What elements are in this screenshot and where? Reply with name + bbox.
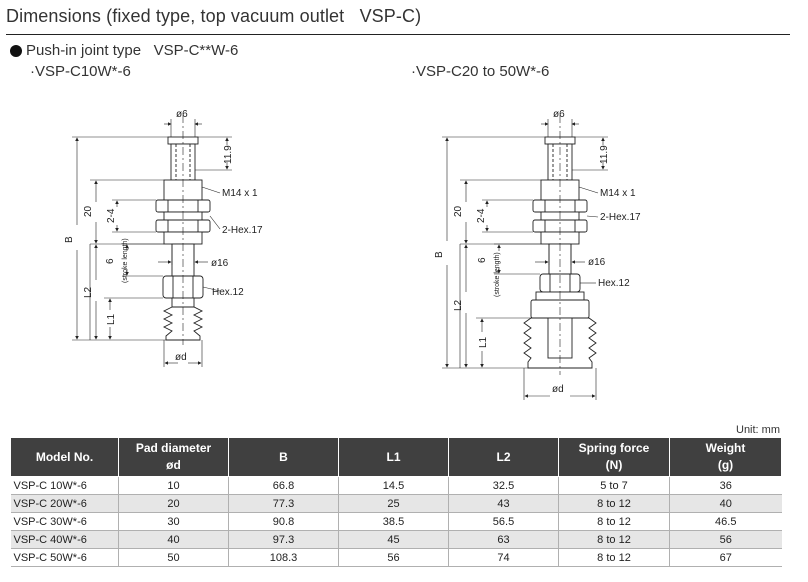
header-spring-force: Spring force(N) [558, 437, 670, 477]
cell-b: 66.8 [228, 476, 339, 495]
cell-l1: 56 [338, 548, 449, 567]
m14-label: M14 x 1 [222, 188, 258, 199]
cell-model: VSP-C 40W*-6 [10, 530, 119, 549]
cell-l1: 25 [338, 494, 449, 513]
header-weight: Weight(g) [669, 437, 782, 477]
section-label: Push-in joint type VSP-C**W-6 [26, 42, 239, 59]
cell-l2: 32.5 [448, 476, 559, 495]
hex12-label: Hex.12 [598, 278, 630, 289]
cell-b: 97.3 [228, 530, 339, 549]
phi16-label: ø16 [588, 257, 606, 268]
cell-b: 90.8 [228, 512, 339, 531]
cell-spring-force: 8 to 12 [558, 512, 670, 531]
dim-l2-label: L2 [83, 286, 94, 298]
header-b: B [228, 437, 339, 477]
cell-model: VSP-C 50W*-6 [10, 548, 119, 567]
header-model-no: Model No. [10, 437, 119, 477]
cell-l1: 14.5 [338, 476, 449, 495]
cell-weight: 56 [669, 530, 782, 549]
bullet-icon [10, 44, 22, 57]
title-divider [6, 34, 790, 35]
cell-b: 77.3 [228, 494, 339, 513]
dim-6-label: 6 [477, 257, 488, 263]
right-drawing-subtitle: ·VSP-C20 to 50W*-6 [411, 63, 550, 80]
dim-2-4-label: 2-4 [476, 208, 487, 223]
table-row: VSP-C 30W*-6 30 90.8 38.5 56.5 8 to 12 4… [10, 512, 782, 531]
stroke-label: (stroke length) [122, 238, 129, 283]
cell-l2: 43 [448, 494, 559, 513]
header-l2: L2 [448, 437, 559, 477]
page-title: Dimensions (fixed type, top vacuum outle… [6, 6, 422, 26]
table-row: VSP-C 20W*-6 20 77.3 25 43 8 to 12 40 [10, 494, 782, 513]
dim-l2-label: L2 [453, 299, 464, 311]
hex17-label: 2-Hex.17 [600, 212, 641, 223]
dim-b-label: B [434, 251, 445, 258]
cell-l1: 45 [338, 530, 449, 549]
cell-pad-diameter: 10 [118, 476, 229, 495]
cell-l2: 74 [448, 548, 559, 567]
dim-b-label: B [64, 236, 75, 243]
phi6-label: ø6 [553, 109, 565, 120]
cell-l1: 38.5 [338, 512, 449, 531]
dim-11-9-label: 11.9 [223, 145, 234, 164]
cell-spring-force: 8 to 12 [558, 548, 670, 567]
cell-spring-force: 8 to 12 [558, 530, 670, 549]
drawing-vsp-c10: ø6 11.9 M14 x 1 20 2-4 2-Hex.17 B ø16 6 … [64, 109, 263, 367]
drawing-vsp-c20-50: ø6 11.9 M14 x 1 20 2-4 2-Hex.17 B ø16 6 … [434, 109, 641, 400]
dim-2-4-label: 2-4 [106, 208, 117, 223]
header-l1: L1 [338, 437, 449, 477]
cell-b: 108.3 [228, 548, 339, 567]
cell-l2: 56.5 [448, 512, 559, 531]
dim-20-label: 20 [453, 205, 464, 217]
m14-label: M14 x 1 [600, 188, 636, 199]
phid-label: ød [552, 384, 564, 395]
cell-weight: 40 [669, 494, 782, 513]
dim-6-label: 6 [105, 258, 116, 264]
hex12-label: Hex.12 [212, 287, 244, 298]
table-row: VSP-C 50W*-6 50 108.3 56 74 8 to 12 67 [10, 548, 782, 567]
phi16-label: ø16 [211, 258, 229, 269]
cell-l2: 63 [448, 530, 559, 549]
table-row: VSP-C 40W*-6 40 97.3 45 63 8 to 12 56 [10, 530, 782, 549]
dim-11-9-label: 11.9 [599, 145, 610, 164]
hex17-label: 2-Hex.17 [222, 225, 263, 236]
dim-20-label: 20 [83, 205, 94, 217]
dim-l1-label: L1 [106, 313, 117, 325]
cell-spring-force: 5 to 7 [558, 476, 670, 495]
cell-model: VSP-C 20W*-6 [10, 494, 119, 513]
cell-spring-force: 8 to 12 [558, 494, 670, 513]
cell-weight: 36 [669, 476, 782, 495]
cell-pad-diameter: 20 [118, 494, 229, 513]
cell-pad-diameter: 30 [118, 512, 229, 531]
dim-l1-label: L1 [478, 336, 489, 348]
unit-label: Unit: mm [736, 424, 780, 436]
cell-pad-diameter: 40 [118, 530, 229, 549]
cell-model: VSP-C 10W*-6 [10, 476, 119, 495]
cell-model: VSP-C 30W*-6 [10, 512, 119, 531]
table-row: VSP-C 10W*-6 10 66.8 14.5 32.5 5 to 7 36 [10, 476, 782, 495]
left-drawing-subtitle: ·VSP-C10W*-6 [30, 63, 131, 80]
phid-label: ød [175, 352, 187, 363]
phi6-label: ø6 [176, 109, 188, 120]
cell-pad-diameter: 50 [118, 548, 229, 567]
stroke-label: (stroke length) [494, 252, 501, 297]
cell-weight: 67 [669, 548, 782, 567]
section-heading: Push-in joint type VSP-C**W-6 [10, 42, 238, 59]
cell-weight: 46.5 [669, 512, 782, 531]
